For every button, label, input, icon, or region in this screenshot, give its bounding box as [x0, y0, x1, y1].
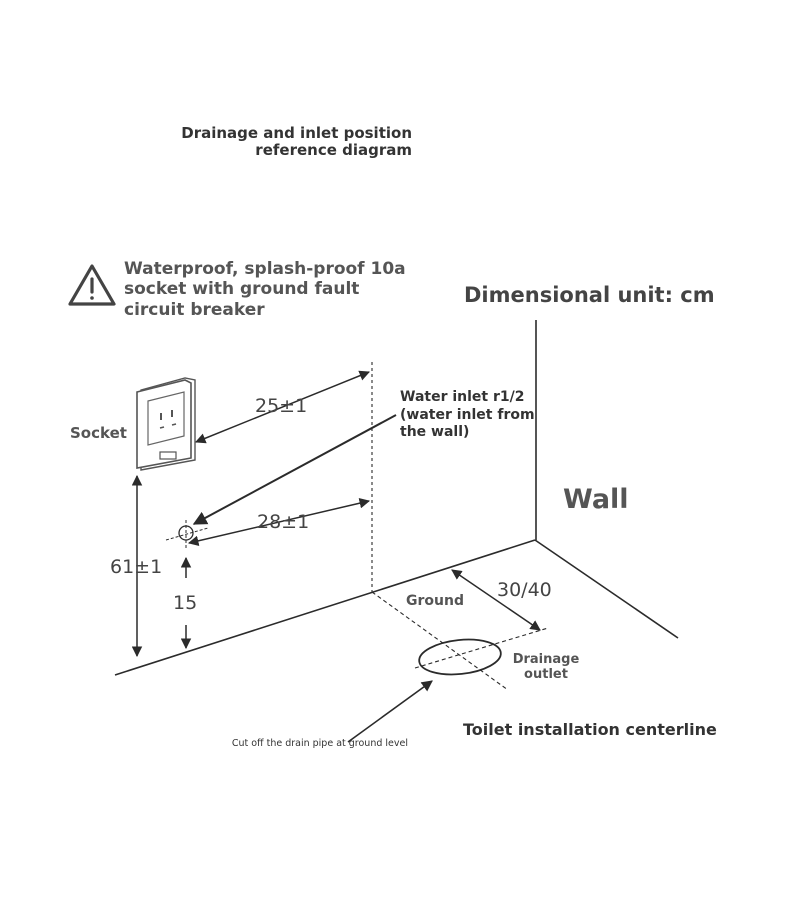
- drainage-outlet-ellipse: [418, 638, 502, 676]
- socket-label: Socket: [70, 424, 127, 442]
- floor-edge-right: [534, 539, 679, 639]
- water-inlet-symbol: [165, 520, 209, 548]
- dim-arrow-inlet-centerline: [187, 498, 371, 546]
- dim-arrow-drain-wall: [451, 569, 541, 631]
- wall-label: Wall: [563, 484, 629, 515]
- water-inlet-label: Water inlet r1/2 (water inlet from the w…: [400, 389, 535, 440]
- dim-arrow-socket-centerline: [195, 370, 370, 444]
- centerline-label: Toilet installation centerline: [463, 720, 717, 739]
- dim-socket-height: 61±1: [110, 556, 163, 578]
- dim-inlet-height: 15: [173, 592, 198, 614]
- drainage-outlet-label: Drainage outlet: [512, 652, 580, 682]
- diagram-title: Drainage and inlet position reference di…: [181, 124, 412, 160]
- dimensional-unit-label: Dimensional unit: cm: [464, 283, 715, 307]
- dim-socket-to-centerline: 25±1: [255, 395, 308, 417]
- cut-drain-note: Cut off the drain pipe at ground level: [231, 738, 408, 749]
- pointer-water-inlet: [192, 414, 397, 525]
- floor-edge-left: [114, 539, 536, 676]
- socket-illustration: [136, 377, 196, 471]
- warning-text: Waterproof, splash-proof 10a socket with…: [124, 259, 406, 320]
- warning-triangle-icon: [68, 264, 116, 306]
- dim-inlet-to-centerline: 28±1: [257, 511, 310, 533]
- ground-label: Ground: [406, 593, 464, 609]
- drain-wall-line: [414, 627, 549, 669]
- pointer-cut-drain: [347, 680, 433, 743]
- dim-drain-to-wall: 30/40: [497, 579, 552, 601]
